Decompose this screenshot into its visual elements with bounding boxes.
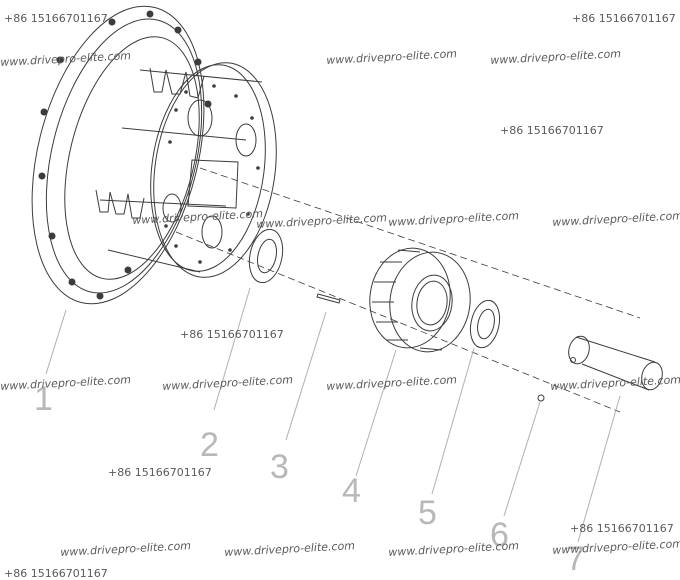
callout-number-5: 5 xyxy=(418,494,437,532)
watermark-phone: +86 15166701167 xyxy=(108,466,212,479)
watermark-phone: +86 15166701167 xyxy=(4,12,108,25)
watermark-phone: +86 15166701167 xyxy=(500,124,604,137)
watermark-phone: +86 15166701167 xyxy=(572,12,676,25)
callout-number-4: 4 xyxy=(342,472,361,510)
part-5-thrust-washer xyxy=(469,299,501,349)
part-6-steel-ball xyxy=(537,394,545,402)
watermark-phone: +86 15166701167 xyxy=(570,522,674,535)
watermark-phone: +86 15166701167 xyxy=(180,328,284,341)
part-2-thrust-washer xyxy=(248,228,284,284)
callout-number-7: 7 xyxy=(566,540,585,578)
part-3-needle-roller xyxy=(316,293,341,304)
callout-number-1: 1 xyxy=(34,380,53,418)
part-1-carrier-housing xyxy=(31,5,277,305)
part-4-planet-gear xyxy=(369,247,471,353)
callout-number-3: 3 xyxy=(270,448,289,486)
assembly-axis-lines xyxy=(175,167,641,413)
callout-number-6: 6 xyxy=(490,516,509,554)
callout-leader-lines xyxy=(45,287,621,543)
part-7-planet-shaft xyxy=(568,335,663,391)
callout-number-2: 2 xyxy=(200,426,219,464)
watermark-phone: +86 15166701167 xyxy=(4,567,108,580)
